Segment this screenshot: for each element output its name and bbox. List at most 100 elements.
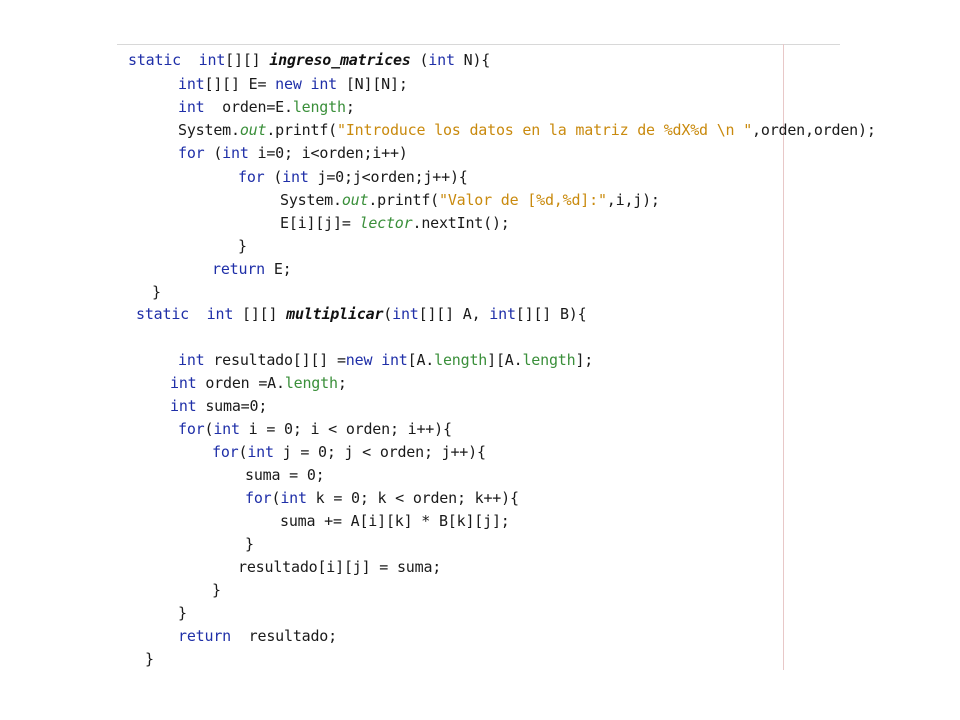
code-line: }	[152, 282, 161, 302]
code-token: (	[204, 144, 223, 162]
code-token: }	[145, 650, 154, 668]
code-token: int	[392, 305, 419, 323]
code-token: int	[489, 305, 516, 323]
code-token: int	[213, 420, 240, 438]
code-token: out	[341, 191, 369, 209]
code-token: .printf(	[368, 191, 439, 209]
code-line: E[i][j]= lector.nextInt();	[280, 213, 510, 233]
code-token: orden =A.	[196, 374, 285, 392]
code-token: for	[178, 144, 205, 162]
code-line: System.out.printf("Valor de [%d,%d]:",i,…	[280, 190, 660, 210]
code-token: "Introduce los datos en la matriz de %dX…	[336, 121, 753, 139]
code-token: int	[198, 51, 226, 69]
code-token: int	[381, 351, 408, 369]
code-token: (	[383, 305, 393, 323]
code-line: static int [][] multiplicar(int[][] A, i…	[136, 304, 587, 324]
code-token: ,orden,orden);	[752, 121, 876, 139]
code-token: for	[212, 443, 239, 461]
code-token: suma = 0;	[245, 466, 325, 484]
code-token: resultado;	[231, 627, 338, 645]
code-token: }	[178, 604, 187, 622]
code-token: int	[428, 51, 455, 69]
code-line: }	[178, 603, 187, 623]
code-token: new	[345, 351, 373, 369]
code-line: }	[145, 649, 154, 669]
code-token: return	[178, 627, 231, 645]
code-line: int suma=0;	[170, 396, 267, 416]
code-token: ];	[575, 351, 594, 369]
code-line: for (int j=0;j<orden;j++){	[238, 167, 468, 187]
code-token: length	[292, 98, 346, 116]
code-line: int orden =A.length;	[170, 373, 347, 393]
code-token: int	[310, 75, 338, 93]
code-token: ;	[345, 98, 355, 116]
code-token: resultado[][] =	[204, 351, 346, 369]
code-token: i = 0; i < orden; i++){	[239, 420, 452, 438]
code-token: N){	[454, 51, 491, 69]
code-token: int	[170, 397, 197, 415]
code-token: E[i][j]=	[280, 214, 360, 232]
code-token: j = 0; j < orden; j++){	[273, 443, 486, 461]
code-token: multiplicar	[286, 305, 384, 323]
code-token: [N][N];	[337, 75, 408, 93]
code-token: [A.	[407, 351, 435, 369]
code-token: for	[238, 168, 265, 186]
code-token: j=0;j<orden;j++){	[308, 168, 468, 186]
code-token: (	[204, 420, 214, 438]
code-line: suma += A[i][k] * B[k][j];	[280, 511, 510, 531]
code-line: static int[][] ingreso_matrices (int N){	[128, 50, 490, 70]
code-token: }	[245, 535, 254, 553]
code-line: return E;	[212, 259, 292, 279]
code-token: int	[178, 98, 205, 116]
code-token: k = 0; k < orden; k++){	[306, 489, 519, 507]
code-token: System.	[178, 121, 240, 139]
code-token: orden=E.	[204, 98, 293, 116]
code-token: [][] E=	[204, 75, 276, 93]
code-token: int	[178, 351, 205, 369]
code-token: E;	[265, 260, 292, 278]
code-token: .printf(	[266, 121, 337, 139]
code-token: for	[178, 420, 205, 438]
code-token: "Valor de [%d,%d]:"	[438, 191, 607, 209]
code-token: [][] B){	[515, 305, 587, 323]
code-line: System.out.printf("Introduce los datos e…	[178, 120, 876, 140]
code-line: int resultado[][] =new int[A.length][A.l…	[178, 350, 593, 370]
code-token: ingreso_matrices	[269, 51, 411, 69]
code-token: int	[206, 305, 234, 323]
code-token: ,i,j);	[606, 191, 660, 209]
code-token: .nextInt();	[412, 214, 510, 232]
code-editor[interactable]	[117, 44, 840, 671]
code-token: int	[282, 168, 309, 186]
code-token: }	[152, 283, 161, 301]
code-line: }	[212, 580, 221, 600]
code-token: length	[284, 374, 338, 392]
code-line: for(int k = 0; k < orden; k++){	[245, 488, 519, 508]
code-token: new	[275, 75, 302, 93]
code-token: int	[170, 374, 197, 392]
code-token: ;	[337, 374, 347, 392]
code-token: return	[212, 260, 265, 278]
code-line: }	[245, 534, 254, 554]
code-token: lector	[359, 214, 413, 232]
code-token: [][]	[233, 305, 287, 323]
code-token: System.	[280, 191, 342, 209]
code-token: length	[434, 351, 488, 369]
code-line: int[][] E= new int [N][N];	[178, 74, 408, 94]
code-line: }	[238, 236, 247, 256]
code-token: static	[136, 305, 207, 323]
code-token: ][A.	[487, 351, 523, 369]
code-token: }	[212, 581, 221, 599]
code-line: return resultado;	[178, 626, 337, 646]
code-token: int	[222, 144, 249, 162]
code-token: resultado[i][j] = suma;	[238, 558, 442, 576]
code-token: int	[247, 443, 274, 461]
code-token: suma += A[i][k] * B[k][j];	[280, 512, 510, 530]
code-token: out	[239, 121, 267, 139]
code-token: int	[280, 489, 307, 507]
code-token: (	[238, 443, 248, 461]
code-token: for	[245, 489, 272, 507]
code-line: int orden=E.length;	[178, 97, 355, 117]
print-margin-line	[783, 44, 784, 670]
code-token: length	[522, 351, 576, 369]
code-token: suma=0;	[196, 397, 268, 415]
